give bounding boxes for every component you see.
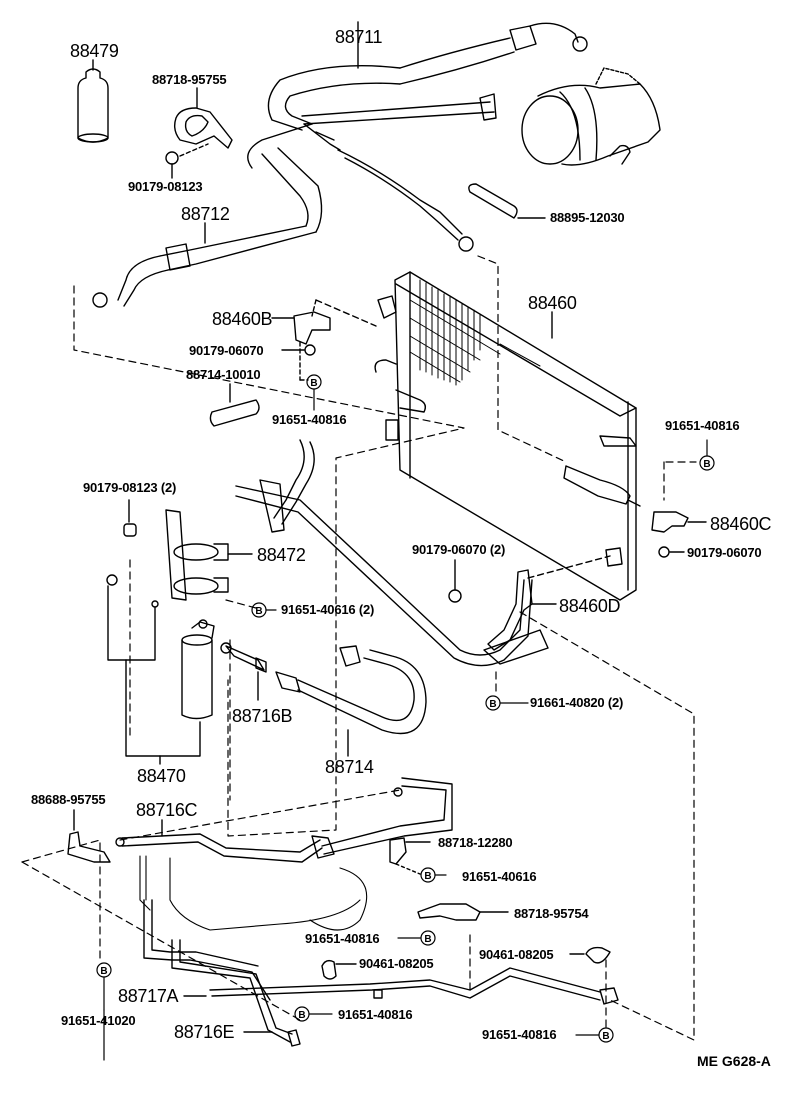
part-90179-08123-2-nut[interactable] — [123, 499, 137, 537]
label-88895-12030[interactable]: 88895-12030 — [550, 210, 625, 225]
label-91651-40816-a[interactable]: 91651-40816 — [272, 412, 347, 427]
part-90179-06070-nut-right[interactable] — [658, 546, 685, 558]
label-88718-95754[interactable]: 88718-95754 — [514, 906, 589, 921]
label-88460C[interactable]: 88460C — [710, 514, 772, 534]
part-90179-08123-nut[interactable] — [165, 151, 179, 179]
part-88460-condenser[interactable] — [374, 271, 641, 601]
label-91651-40616[interactable]: 91651-40616 — [462, 869, 537, 884]
part-reservoir-outline — [139, 855, 368, 931]
svg-text:B: B — [255, 606, 262, 617]
part-88711-hose[interactable] — [247, 21, 588, 252]
part-receiver-bolts — [106, 574, 201, 765]
svg-text:B: B — [489, 699, 496, 710]
part-88712-hose[interactable] — [92, 222, 317, 308]
label-91651-41020[interactable]: 91651-41020 — [61, 1013, 136, 1028]
assembly-dashed-lines — [21, 255, 697, 1061]
part-88718-95755-clamp[interactable] — [173, 87, 233, 157]
label-90461-08205-b[interactable]: 90461-08205 — [479, 947, 554, 962]
part-88718-95754-clamp[interactable] — [417, 903, 509, 921]
part-88716C-tube[interactable] — [115, 777, 453, 863]
label-88717A[interactable]: 88717A — [118, 986, 179, 1006]
part-88716E-tube[interactable] — [171, 939, 301, 1047]
label-88714[interactable]: 88714 — [325, 757, 374, 777]
svg-text:B: B — [602, 1031, 609, 1042]
bolt-marker-b: B B B B B B B B B — [96, 374, 715, 1043]
label-88712[interactable]: 88712 — [181, 204, 230, 224]
svg-text:B: B — [310, 378, 317, 389]
part-pipe-end-fitting — [373, 987, 619, 1005]
label-91651-40816-c[interactable]: 91651-40816 — [305, 931, 380, 946]
part-88718-12280-clamp[interactable] — [389, 837, 431, 875]
svg-text:B: B — [703, 459, 710, 470]
label-91651-40616-2[interactable]: 91651-40616 (2) — [281, 602, 375, 617]
label-88470[interactable]: 88470 — [137, 766, 186, 786]
part-88716B-tube[interactable] — [220, 642, 267, 701]
part-88472-bracket[interactable] — [165, 509, 253, 601]
label-90461-08205-a[interactable]: 90461-08205 — [359, 956, 434, 971]
part-90461-08205-clamp-left[interactable] — [321, 959, 357, 980]
label-88716B[interactable]: 88716B — [232, 706, 293, 726]
label-90179-08123[interactable]: 90179-08123 — [128, 179, 203, 194]
label-88711[interactable]: 88711 — [335, 27, 383, 47]
svg-text:B: B — [424, 871, 431, 882]
part-88714-10010-insulator[interactable] — [209, 383, 260, 427]
part-88460C-bracket[interactable] — [651, 511, 707, 533]
label-88479[interactable]: 88479 — [70, 41, 119, 61]
label-91661-40820-2[interactable]: 91661-40820 (2) — [530, 695, 624, 710]
part-pipe-main — [235, 439, 533, 667]
part-88460B-bracket[interactable] — [271, 299, 377, 381]
label-88718-95755[interactable]: 88718-95755 — [152, 72, 227, 87]
part-88460D-bracket[interactable] — [483, 555, 611, 665]
part-90179-06070-2-nut[interactable] — [448, 559, 462, 603]
label-88472[interactable]: 88472 — [257, 545, 306, 565]
label-91651-40816-d[interactable]: 91651-40816 — [338, 1007, 413, 1022]
label-90179-06070[interactable]: 90179-06070 — [189, 343, 264, 358]
svg-text:B: B — [424, 934, 431, 945]
label-88716C[interactable]: 88716C — [136, 800, 198, 820]
part-88470-receiver[interactable] — [181, 619, 215, 720]
part-88714-hose[interactable] — [275, 645, 427, 757]
part-compressor — [521, 67, 661, 166]
label-91651-40816-b[interactable]: 91651-40816 — [665, 418, 740, 433]
label-88460[interactable]: 88460 — [528, 293, 577, 313]
label-88688-95755[interactable]: 88688-95755 — [31, 792, 106, 807]
part-88479-cap[interactable] — [77, 59, 109, 143]
label-88714-10010[interactable]: 88714-10010 — [186, 367, 261, 382]
label-88718-12280[interactable]: 88718-12280 — [438, 835, 513, 850]
part-88717A-tube[interactable] — [143, 899, 601, 1001]
part-88688-95755-clamp[interactable] — [67, 809, 111, 863]
part-88895-12030-sleeve[interactable] — [468, 183, 546, 219]
svg-text:B: B — [100, 966, 107, 977]
label-90179-06070-c[interactable]: 90179-06070 — [687, 545, 762, 560]
svg-text:B: B — [298, 1010, 305, 1021]
diagram-code: ME G628-A — [697, 1053, 771, 1069]
label-88460B[interactable]: 88460B — [212, 309, 273, 329]
label-88716E[interactable]: 88716E — [174, 1022, 235, 1042]
label-90179-06070-2[interactable]: 90179-06070 (2) — [412, 542, 506, 557]
label-90179-08123-2[interactable]: 90179-08123 (2) — [83, 480, 177, 495]
label-91651-40816-e[interactable]: 91651-40816 — [482, 1027, 557, 1042]
part-90179-06070-nut[interactable] — [281, 344, 316, 356]
label-88460D[interactable]: 88460D — [559, 596, 621, 616]
part-90461-08205-clamp-right[interactable] — [569, 946, 611, 964]
